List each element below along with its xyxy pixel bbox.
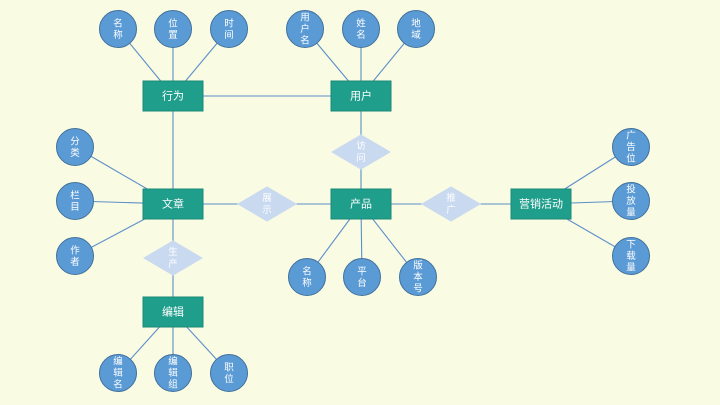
attribute-wenzhang-1: 栏目: [56, 182, 94, 220]
attribute-label: 地域: [411, 17, 421, 41]
attribute-circle: [210, 10, 248, 48]
attribute-bianji-2: 职位: [210, 354, 248, 392]
attribute-circle: [56, 237, 94, 275]
attribute-circle: [99, 10, 137, 48]
attribute-label: 职位: [224, 362, 234, 385]
attribute-circle: [286, 10, 324, 48]
relationship-zhanshi: 展示: [237, 186, 297, 222]
attribute-circle: [342, 10, 380, 48]
relationship-diamond: [237, 186, 297, 222]
entity-label: 营销活动: [519, 197, 563, 211]
relationship-label: 访问: [356, 141, 366, 164]
attribute-xingwei-2: 时间: [210, 10, 248, 48]
attribute-label: 时间: [224, 17, 234, 41]
attribute-label: 平台: [357, 266, 367, 289]
relationship-tuiguang: 推广: [421, 186, 481, 222]
attribute-label: 投放量: [626, 183, 636, 218]
attribute-label: 位置: [168, 17, 178, 41]
relationship-diamond: [331, 134, 391, 170]
attribute-wenzhang-0: 分类: [56, 128, 94, 166]
attribute-circle: [154, 354, 192, 392]
attribute-chanpin-2: 版本号: [399, 258, 437, 296]
entity-label: 产品: [350, 197, 372, 211]
attribute-circle: [56, 182, 94, 220]
attribute-yingxiao-2: 下载量: [612, 237, 650, 275]
attribute-label: 用户名: [300, 12, 310, 46]
entity-yonghu: 用户: [330, 80, 392, 112]
attribute-yonghu-1: 姓名: [342, 10, 380, 48]
attribute-label: 分类: [70, 136, 80, 159]
entity-label: 编辑: [162, 305, 184, 319]
entity-box: [330, 188, 392, 220]
attribute-xingwei-1: 位置: [154, 10, 192, 48]
relationship-shengchan: 生产: [143, 240, 203, 276]
attribute-circle: [343, 258, 381, 296]
attribute-yonghu-2: 地域: [397, 10, 435, 48]
attribute-circle: [399, 258, 437, 296]
entity-box: [142, 188, 204, 220]
attribute-yonghu-0: 用户名: [286, 10, 324, 48]
attribute-circle: [210, 354, 248, 392]
attribute-label: 栏目: [70, 189, 80, 213]
attribute-yingxiao-1: 投放量: [612, 182, 650, 220]
attribute-circle: [56, 128, 94, 166]
attribute-label: 作者: [70, 244, 80, 268]
attribute-xingwei-0: 名称: [99, 10, 137, 48]
entity-label: 用户: [350, 89, 372, 103]
attribute-bianji-0: 编辑名: [99, 354, 137, 392]
attribute-yingxiao-0: 广告位: [612, 128, 650, 166]
attribute-label: 名称: [302, 265, 312, 289]
attribute-wenzhang-2: 作者: [56, 237, 94, 275]
relationship-label: 生产: [168, 246, 178, 270]
entity-box: [330, 80, 392, 112]
attribute-circle: [288, 258, 326, 296]
attribute-circle: [397, 10, 435, 48]
attribute-label: 下载量: [626, 239, 636, 273]
entity-box: [142, 80, 204, 112]
entity-label: 行为: [162, 90, 184, 103]
relationship-diamond: [421, 186, 481, 222]
entity-wenzhang: 文章: [142, 188, 204, 220]
attribute-circle: [612, 128, 650, 166]
attribute-label: 编辑名: [113, 355, 123, 390]
entity-xingwei: 行为: [142, 80, 204, 112]
attribute-bianji-1: 编辑组: [154, 354, 192, 392]
attribute-circle: [154, 10, 192, 48]
attribute-circle: [99, 354, 137, 392]
attribute-label: 名称: [113, 17, 123, 41]
relationship-diamond: [143, 240, 203, 276]
entity-yingxiao: 营销活动: [510, 188, 572, 220]
attribute-circle: [612, 182, 650, 220]
attribute-chanpin-0: 名称: [288, 258, 326, 296]
entity-chanpin: 产品: [330, 188, 392, 220]
attribute-label: 编辑组: [168, 355, 178, 390]
attribute-label: 版本号: [413, 259, 423, 294]
attribute-circle: [612, 237, 650, 275]
entity-box: [510, 188, 572, 220]
relationship-fangwen: 访问: [331, 134, 391, 170]
attribute-label: 广告位: [626, 129, 636, 164]
attribute-label: 姓名: [356, 17, 366, 41]
entity-label: 文章: [162, 197, 184, 211]
entity-bianji: 编辑: [142, 296, 204, 328]
relationship-label: 展示: [262, 193, 272, 216]
entity-box: [142, 296, 204, 328]
relationship-label: 推广: [446, 192, 456, 216]
attribute-chanpin-1: 平台: [343, 258, 381, 296]
